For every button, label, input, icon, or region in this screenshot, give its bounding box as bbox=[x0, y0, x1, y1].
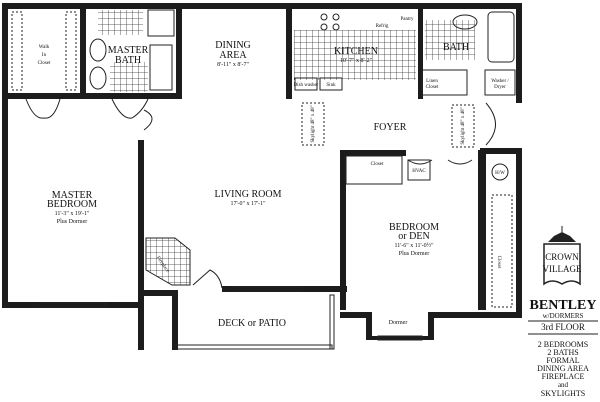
master-bath-label: MASTER bbox=[108, 45, 149, 56]
bedroom-label: BEDROOM bbox=[389, 222, 439, 233]
walls bbox=[2, 3, 522, 350]
master-bedroom-dimensions: 11'-3" x 19'-1" bbox=[55, 211, 90, 217]
master-bath-label: BATH bbox=[115, 55, 141, 66]
kitchen-dimensions: 10'-7" x 8'-2" bbox=[340, 58, 373, 64]
washer-dryer-label: Dryer bbox=[494, 85, 506, 90]
master-bedroom-label: MASTER bbox=[52, 190, 93, 201]
foyer-closet-label: Closet bbox=[371, 162, 384, 167]
dishwasher-label: Dish washer bbox=[294, 83, 319, 88]
floor-label: 3rd FLOOR bbox=[541, 322, 585, 332]
living-room-label: LIVING ROOM bbox=[215, 189, 282, 200]
hvac-label: HVAC bbox=[412, 169, 426, 174]
dining-area-dimensions: 8'-11" x 8'-7" bbox=[217, 62, 249, 68]
crown-village-logo: CROWN VILLAGE bbox=[543, 226, 582, 286]
master-bedroom-label: BEDROOM bbox=[47, 199, 97, 210]
linen-closet-label: Closet bbox=[426, 85, 439, 90]
dining-area-label: DINING bbox=[215, 40, 251, 51]
water-heater-label: H/W bbox=[495, 171, 505, 176]
feature-item: FIREPLACE bbox=[542, 372, 585, 381]
walk-in-closet-label: Closet bbox=[38, 61, 51, 66]
bedroom-closet-label: Closet bbox=[496, 256, 501, 269]
kitchen-label: KITCHEN bbox=[334, 46, 378, 57]
linen-closet-label: Linen bbox=[426, 79, 438, 84]
dormer-label: Dormer bbox=[389, 320, 408, 326]
foyer-label: FOYER bbox=[374, 122, 407, 133]
bedroom-note: Plus Dormer bbox=[399, 251, 430, 257]
closet-shelves bbox=[11, 11, 513, 308]
feature-item: 2 BEDROOMS bbox=[538, 340, 588, 349]
model-variant: w/DORMERS bbox=[543, 312, 584, 320]
deck-label: DECK or PATIO bbox=[218, 318, 286, 329]
logo-text: VILLAGE bbox=[543, 264, 582, 274]
living-room-dimensions: 17'-0" x 17'-1" bbox=[230, 201, 266, 207]
walk-in-closet-label: Walk bbox=[39, 45, 50, 50]
feature-item: SKYLIGHTS bbox=[541, 389, 585, 398]
model-name: BENTLEY bbox=[530, 298, 597, 313]
feature-item: FORMAL bbox=[546, 356, 579, 365]
feature-item: 2 BATHS bbox=[547, 348, 578, 357]
sink-label: Sink bbox=[326, 83, 336, 88]
bedroom-label: or DEN bbox=[398, 231, 429, 242]
logo-text: CROWN bbox=[545, 252, 579, 262]
skylight-label: Skylight 48" x 48" bbox=[461, 107, 466, 144]
pantry-label: Pantry bbox=[400, 17, 414, 22]
dining-area-label: AREA bbox=[219, 50, 247, 61]
feature-item: and bbox=[558, 381, 569, 389]
bedroom-dimensions: 11'-6" x 11'-0½" bbox=[394, 242, 434, 249]
skylight-label: Skylight 48" x 48" bbox=[311, 105, 316, 142]
feature-item: DINING AREA bbox=[537, 364, 589, 373]
master-bedroom-note: Plus Dormer bbox=[57, 219, 88, 225]
bath-label: BATH bbox=[443, 42, 469, 53]
walk-in-closet-label: In bbox=[42, 53, 47, 58]
refrig-label: Refrig bbox=[376, 24, 389, 29]
washer-dryer-label: Washer / bbox=[491, 79, 509, 84]
